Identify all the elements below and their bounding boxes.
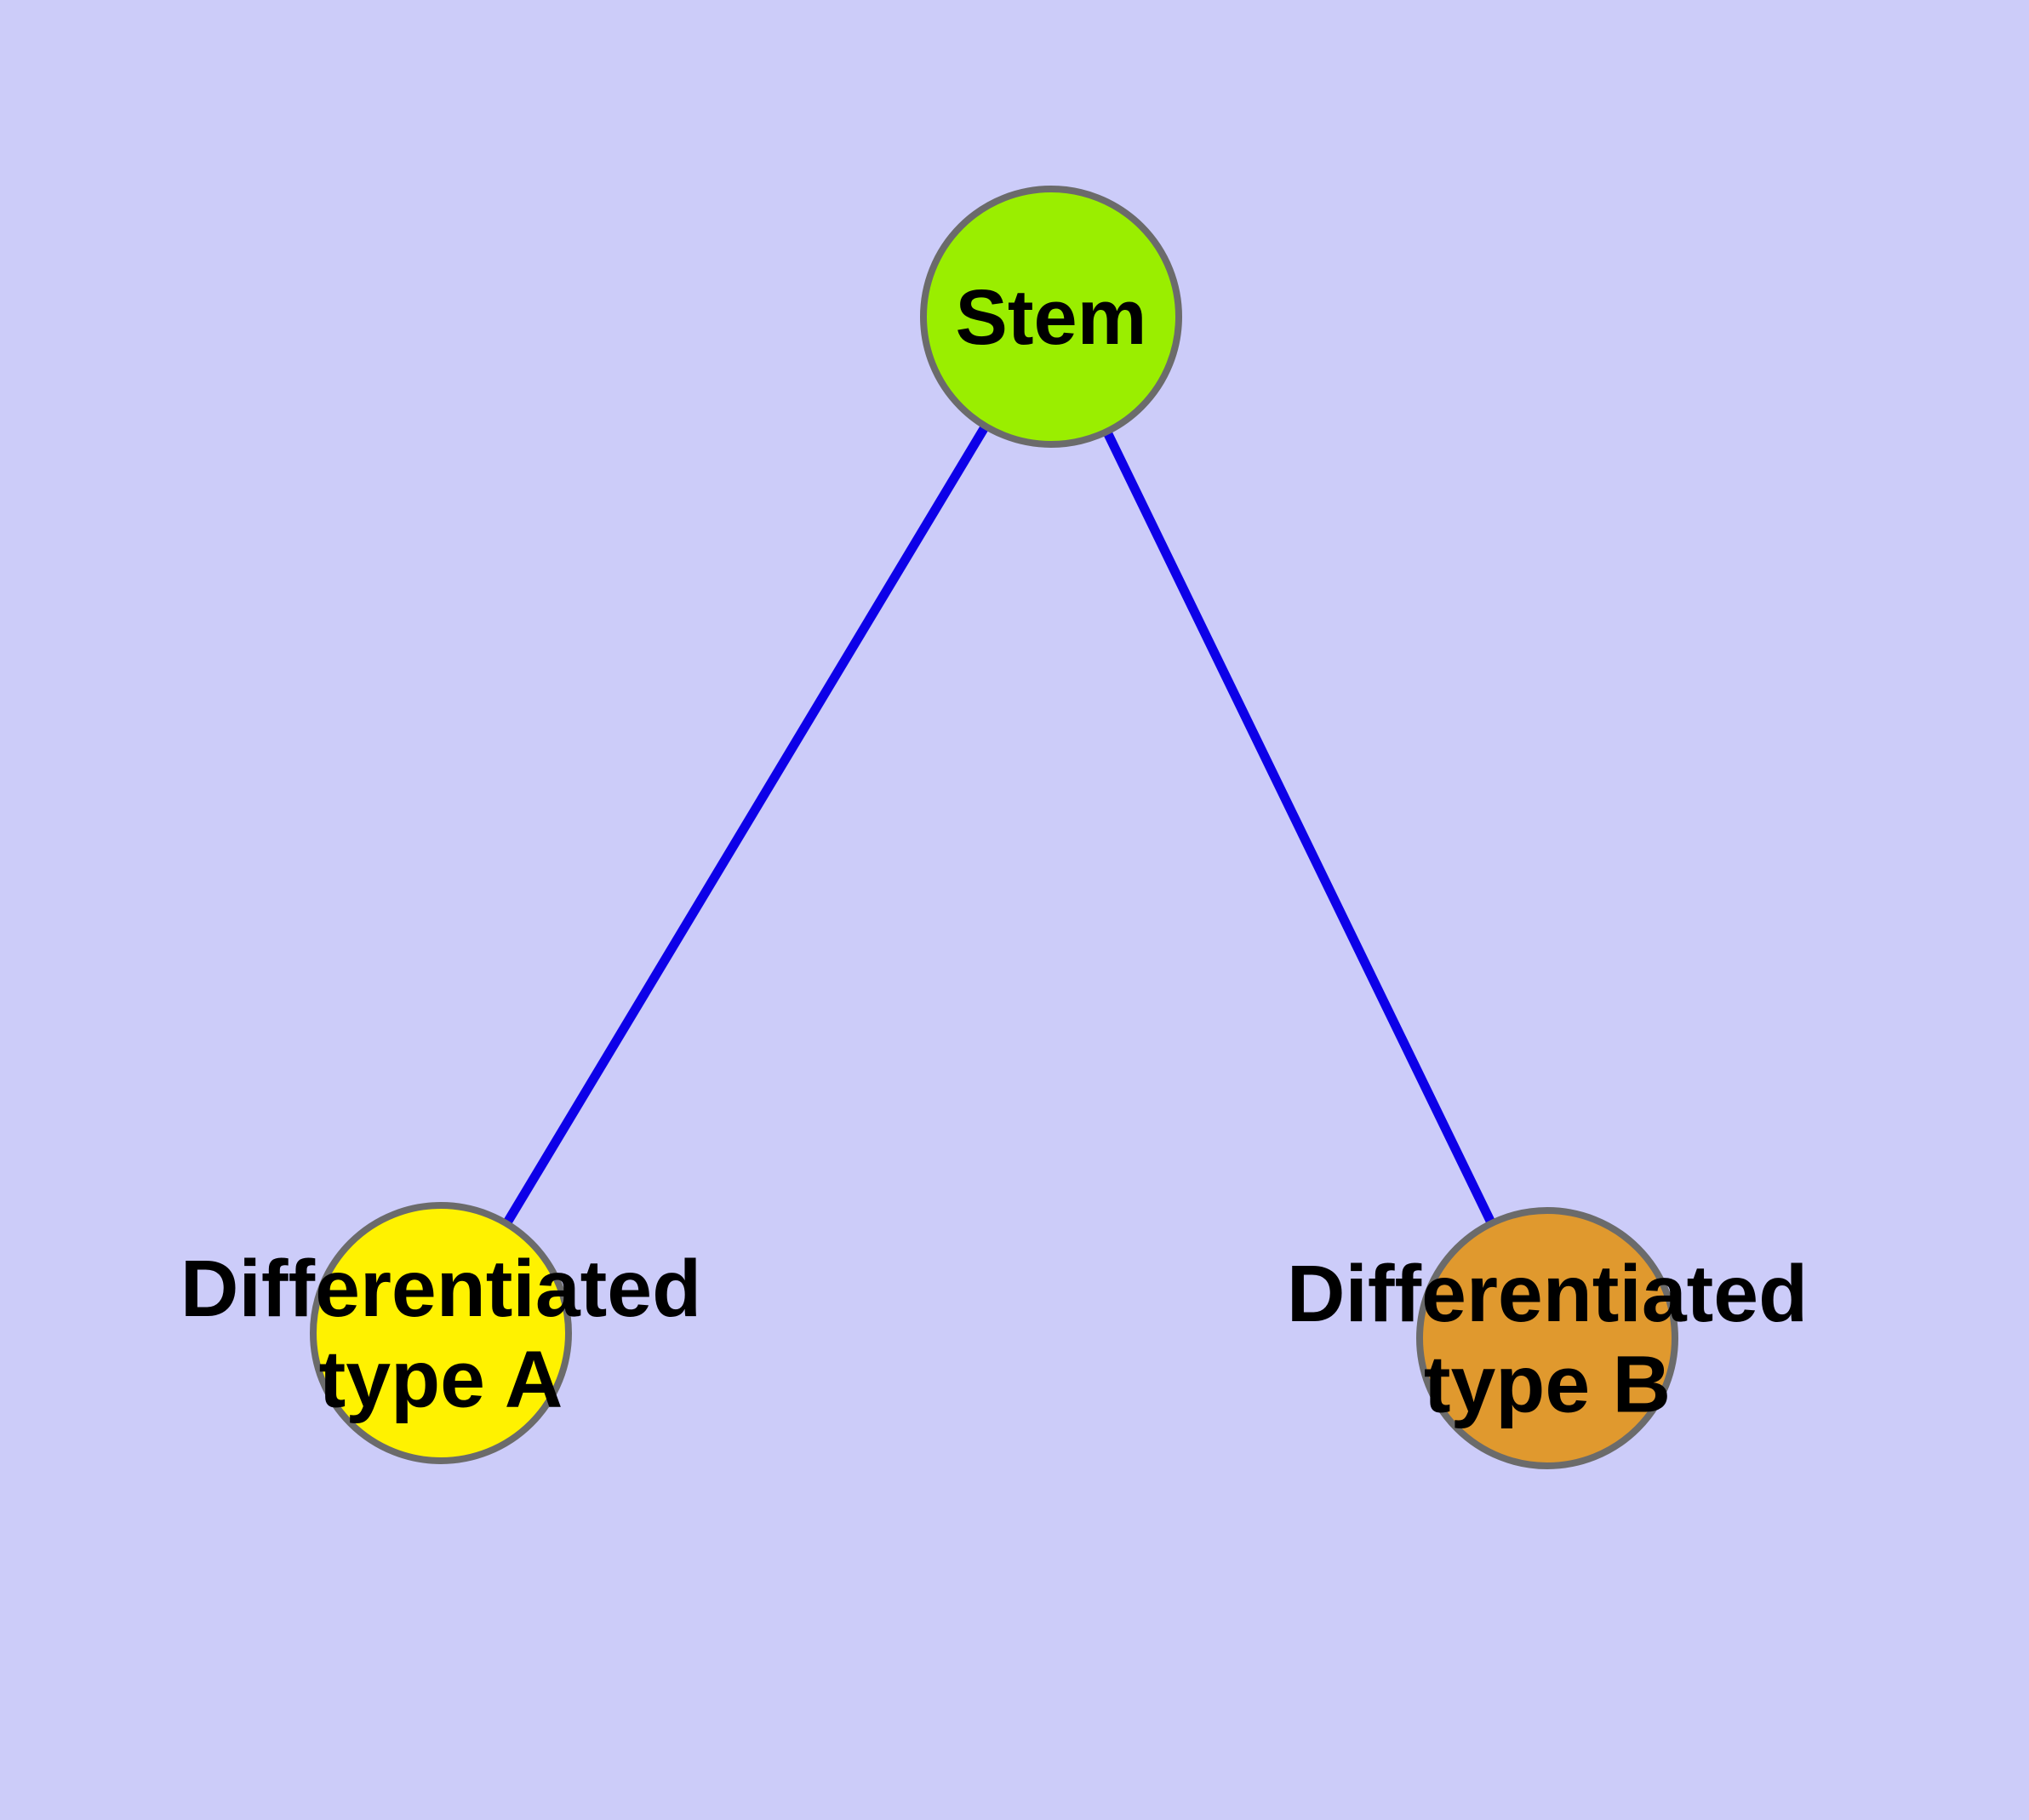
node-differentiated-type-a-circle[interactable] [310,1202,572,1464]
node-differentiated-type-a[interactable] [310,1202,572,1464]
node-differentiated-type-b-label-line1: Differentiated [1287,1249,1808,1339]
node-stem-circle[interactable] [920,186,1182,448]
edge-stem-to-differentiated-type-b[interactable] [1100,426,1498,1229]
edge-layer [500,421,1498,1229]
edge-stem-to-differentiated-type-a[interactable] [500,421,992,1229]
node-stem[interactable] [920,186,1182,448]
node-differentiated-type-b-circle[interactable] [1416,1207,1678,1469]
node-differentiated-type-b[interactable] [1416,1207,1678,1469]
node-stem-label: Stem [956,274,1147,361]
node-layer [310,186,1678,1469]
node-differentiated-type-b-label-line2: type B [1424,1339,1671,1429]
label-layer: Stem Differentiated type A Differentiate… [180,274,1808,1429]
node-differentiated-type-a-label-line1: Differentiated [180,1244,701,1334]
node-differentiated-type-a-label-line2: type A [319,1334,563,1424]
